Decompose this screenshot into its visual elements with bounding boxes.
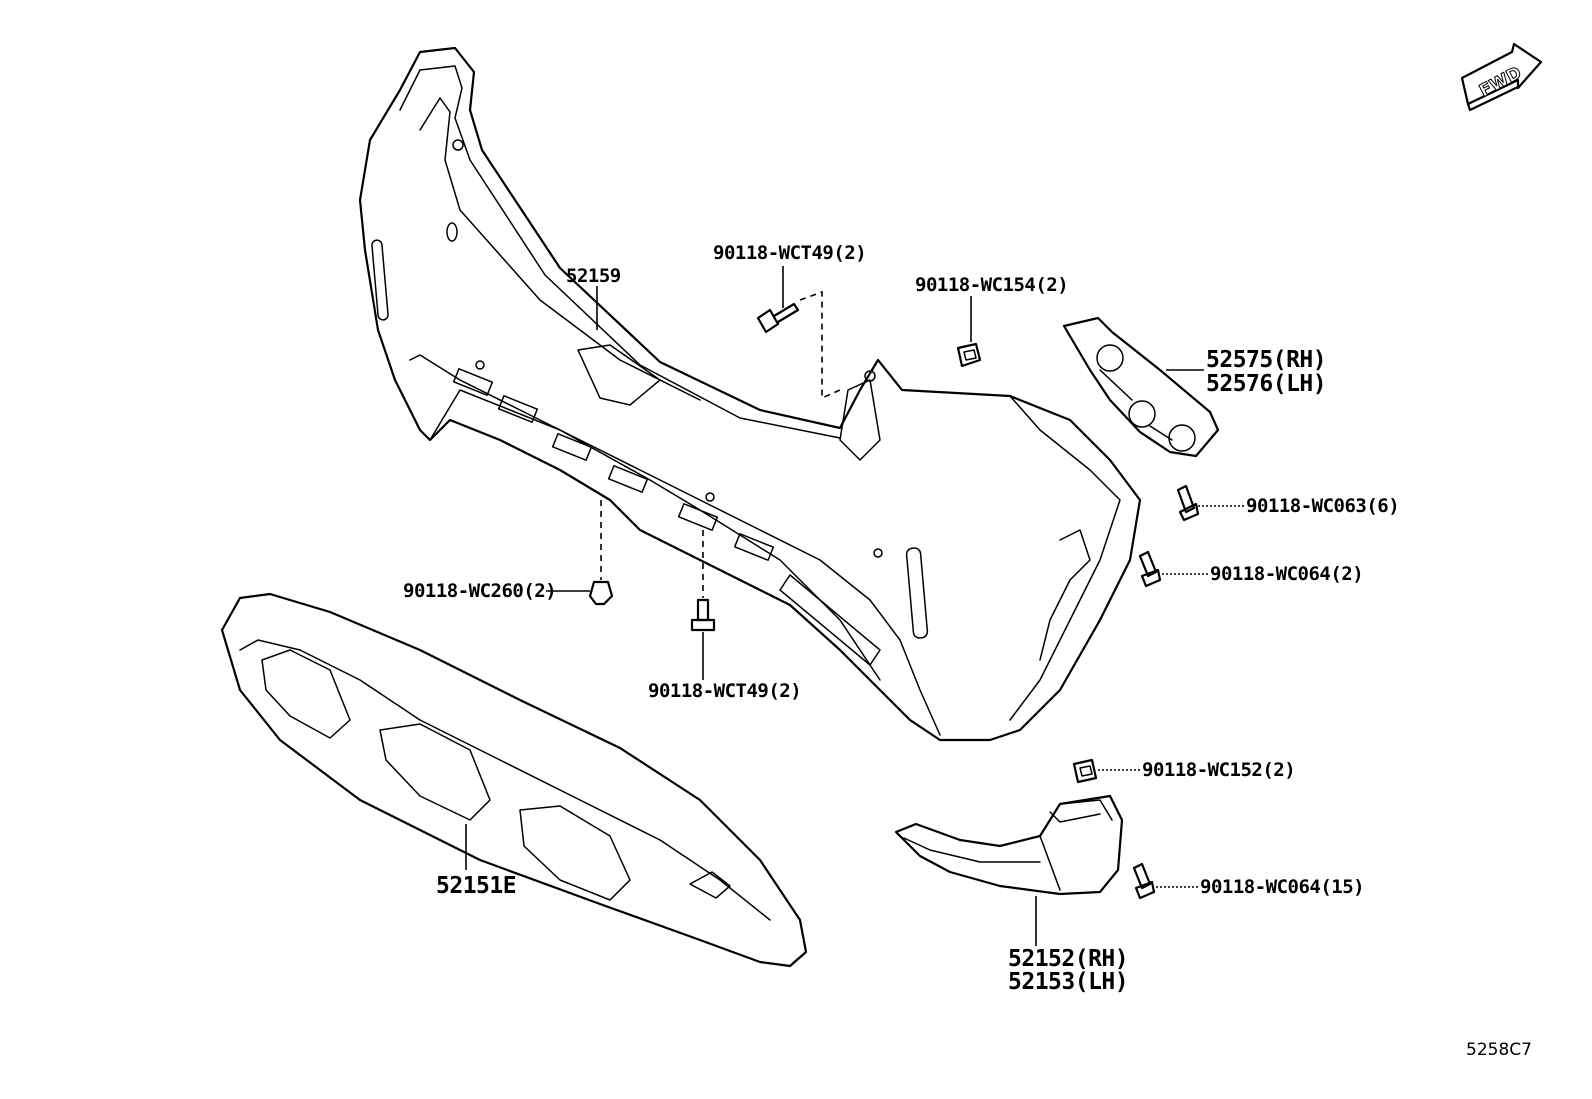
tapping-screw-icon [1176,484,1200,522]
label-90118-wc064-extension: 90118-WC064(15) [1200,876,1364,898]
label-52152-rh: 52152(RH) [1008,946,1128,972]
bumper-extension-part [894,794,1124,896]
label-52576-lh: 52576(LH) [1206,371,1326,397]
label-90118-wc152: 90118-WC152(2) [1142,759,1295,781]
fwd-arrow-icon: FWD [1460,42,1543,112]
label-52151e: 52151E [436,873,516,899]
tapping-screw-icon [1132,862,1156,900]
retainer-clip-icon [1072,758,1098,784]
flange-bolt-icon [756,302,800,334]
retainer-clip-icon [956,342,982,368]
retainer-clip-icon [588,580,614,606]
lower-spoiler-part [220,592,808,968]
tapping-screw-icon [1138,550,1162,588]
side-bracket-part [1062,316,1220,458]
label-52153-lh: 52153(LH) [1008,969,1128,995]
label-52159: 52159 [566,265,621,287]
label-90118-wct49-lower: 90118-WCT49(2) [648,680,801,702]
label-90118-wct49-upper: 90118-WCT49(2) [713,242,866,264]
label-90118-wc154: 90118-WC154(2) [915,274,1068,296]
label-90118-wc260: 90118-WC260(2) [403,580,556,602]
flange-bolt-icon [690,598,716,632]
diagram-code: 5258C7 [1466,1040,1532,1060]
bumper-cover-part [358,46,1142,742]
label-52575-rh: 52575(RH) [1206,347,1326,373]
label-90118-wc064-side: 90118-WC064(2) [1210,563,1363,585]
label-90118-wc063: 90118-WC063(6) [1246,495,1399,517]
